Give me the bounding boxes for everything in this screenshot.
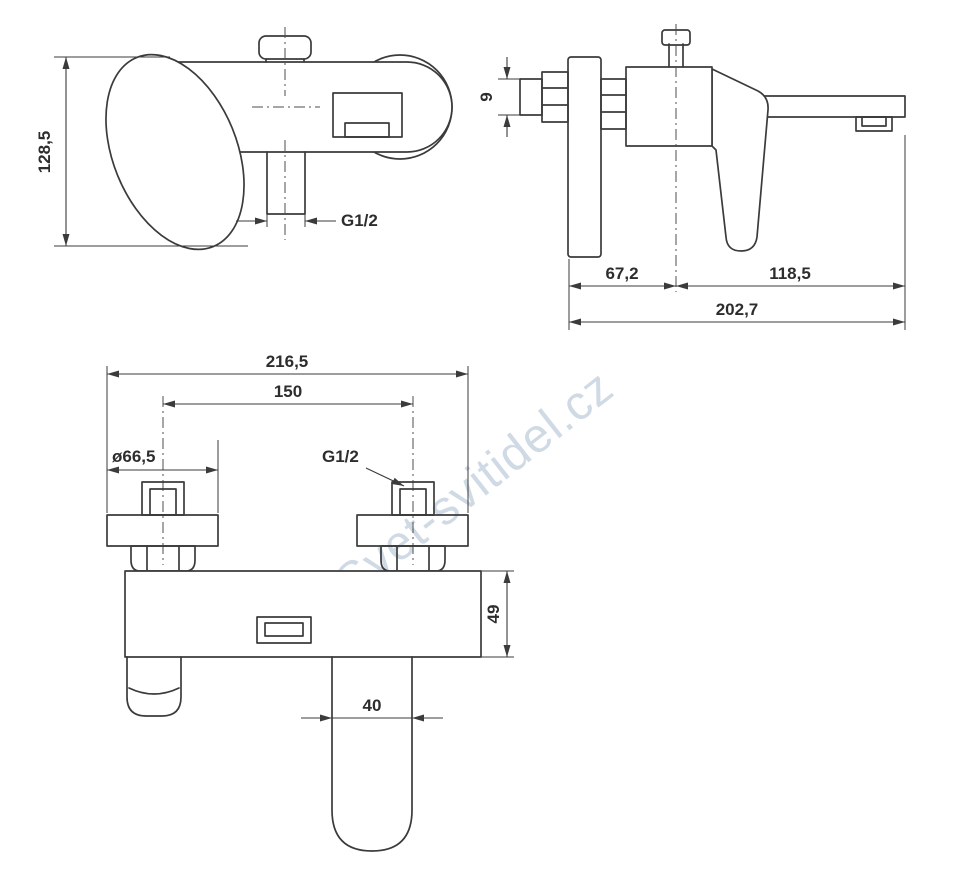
side-inlet-nut — [541, 71, 569, 123]
bottom-body-height-label: 49 — [484, 605, 503, 624]
dim-side-inlet-depth: 9 — [477, 57, 520, 137]
extension-lines — [106, 366, 469, 513]
extension-lines — [54, 56, 248, 247]
side-center-to-spout-label: 118,5 — [769, 264, 811, 283]
bottom-body — [124, 570, 482, 658]
dim-bottom-centers: 150 — [163, 382, 413, 408]
dim-front-height: 128,5 — [35, 56, 248, 247]
side-body — [625, 66, 713, 147]
side-nut-facets — [600, 94, 627, 113]
dim-bottom-body-height: 49 — [481, 570, 514, 658]
dim-bottom-spout-width: 40 — [301, 696, 443, 722]
bottom-handle-stub — [126, 656, 182, 717]
extension-lines — [266, 214, 306, 227]
side-diverter-stem — [668, 43, 684, 68]
leader-line — [365, 467, 405, 487]
side-wall-plate — [567, 56, 602, 258]
side-view: 9 67,2 118,5 202,7 — [477, 24, 906, 330]
bottom-left-nut-facets — [146, 545, 180, 572]
bottom-thread-label: G1/2 — [322, 447, 359, 466]
bottom-flange-diameter-label: ø66,5 — [112, 447, 155, 466]
bottom-spout — [331, 656, 413, 852]
dim-bottom-thread: G1/2 — [322, 447, 405, 487]
side-inlet-depth-label: 9 — [477, 92, 496, 101]
side-aerator-inner — [861, 116, 887, 127]
dim-bottom-flange-diameter: ø66,5 — [107, 440, 219, 513]
extension-lines — [498, 78, 520, 116]
side-lever-handle — [711, 68, 769, 252]
bottom-spout-width-label: 40 — [363, 696, 382, 715]
front-knob-stem — [265, 58, 305, 63]
front-height-label: 128,5 — [35, 131, 54, 174]
front-outlet — [266, 151, 306, 215]
side-inlet-nut-facets — [541, 87, 569, 106]
bottom-handle-curve — [128, 687, 180, 695]
front-spout-aerator — [344, 122, 390, 138]
front-view: G1/2 128,5 — [35, 27, 453, 251]
side-spout — [711, 95, 906, 118]
dim-front-thread: G1/2 — [236, 211, 378, 230]
bottom-view: 216,5 150 ø66,5 G1/2 49 40 — [106, 352, 514, 852]
bottom-centers-label: 150 — [274, 382, 302, 401]
bottom-connection-centerlines — [162, 396, 414, 565]
bottom-diverter-window — [256, 616, 312, 644]
front-thread-label: G1/2 — [341, 211, 378, 230]
bottom-diverter-inner — [264, 622, 304, 637]
dim-side-horizontal: 67,2 118,5 202,7 — [568, 135, 906, 330]
bottom-total-width-label: 216,5 — [266, 352, 309, 371]
side-nut — [600, 78, 627, 130]
side-wall-to-center-label: 67,2 — [605, 264, 638, 283]
extension-lines — [568, 135, 906, 330]
dim-bottom-total-width: 216,5 — [106, 352, 469, 513]
side-total-depth-label: 202,7 — [716, 300, 759, 319]
side-inlet-pipe — [519, 78, 543, 116]
bottom-right-nut-facets — [396, 545, 430, 572]
